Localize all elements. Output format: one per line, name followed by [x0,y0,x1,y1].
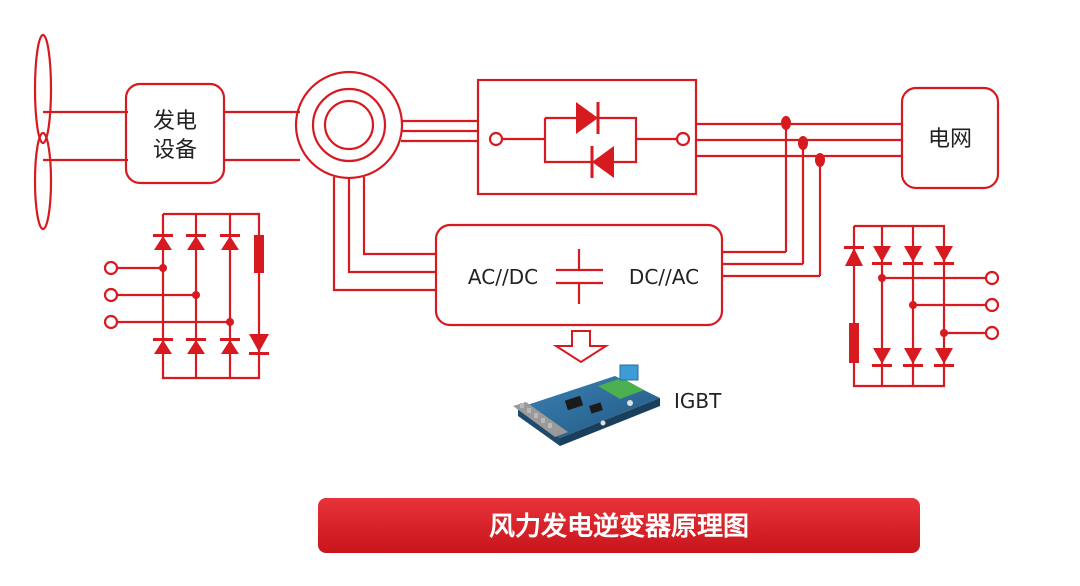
generator-box [124,82,226,185]
dc-ac-label: DC//AC [629,265,699,289]
igbt-board-icon [513,364,660,446]
title-banner: 风力发电逆变器原理图 [318,498,920,553]
generator-label-line2: 设备 [153,138,197,163]
generator-rotor-icon [294,70,404,180]
antiparallel-diode-icon [576,102,614,178]
left-rectifier-bridge [103,212,269,380]
junction-dots [781,116,825,167]
back-to-back-converter-box [434,223,724,327]
grid-label: 电网 [928,127,972,152]
igbt-label: IGBT [674,389,722,413]
capacitor-icon [556,249,603,304]
ac-dc-label: AC//DC [468,265,538,289]
diagram-title: 风力发电逆变器原理图 [489,511,749,542]
stator-switch-box [476,78,698,196]
grid-box [900,86,1000,190]
generator-label-line1: 发电 [153,109,197,134]
down-arrow-icon [552,330,610,364]
wind-turbine-blades-icon [33,33,128,231]
right-inverter-bridge [844,224,1000,388]
